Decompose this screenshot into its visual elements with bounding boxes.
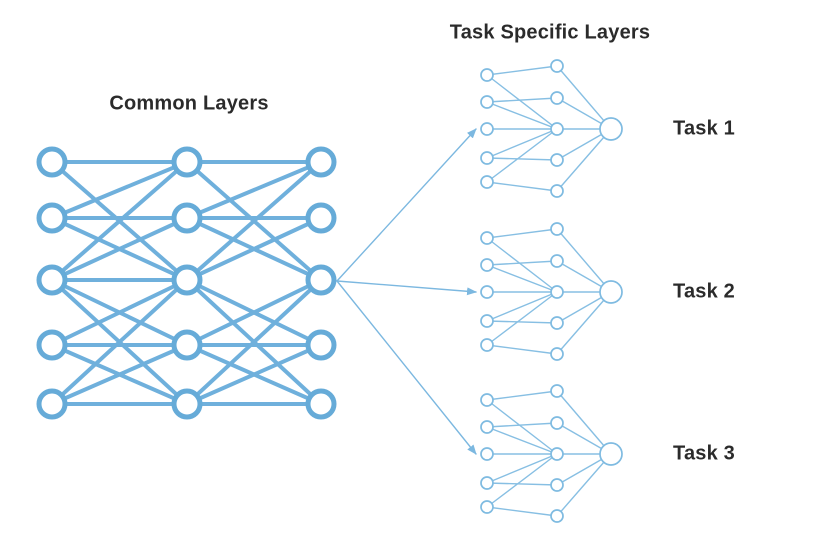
task-3-label: Task 3 <box>673 442 735 465</box>
task-specific-layers-title: Task Specific Layers <box>449 21 651 44</box>
task-2-label: Task 2 <box>673 280 735 303</box>
common-layers-title: Common Layers <box>109 92 269 115</box>
task-1-label: Task 1 <box>673 117 735 140</box>
